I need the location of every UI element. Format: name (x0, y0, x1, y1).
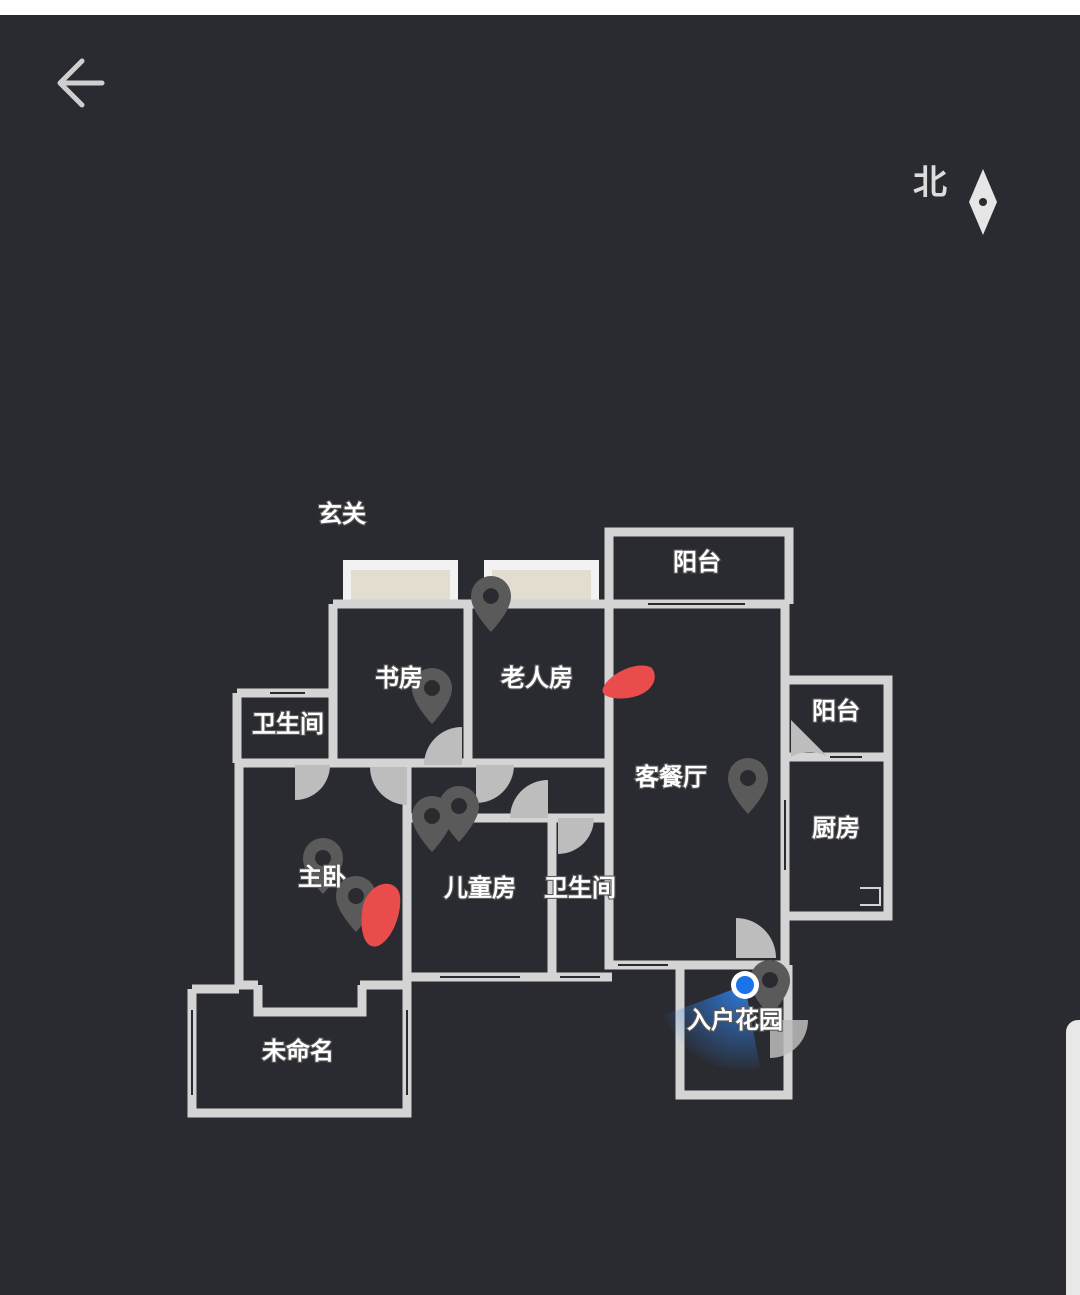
compass-needle-icon (969, 169, 997, 235)
location-markers[interactable] (303, 576, 790, 1016)
map-marker-icon (439, 786, 479, 842)
room-label-master-bedroom[interactable]: 主卧 (297, 862, 347, 892)
doors (295, 720, 828, 1058)
room-label-study[interactable]: 书房 (374, 663, 424, 693)
current-location-indicator (664, 971, 760, 1070)
room-label-kids-room[interactable]: 儿童房 (443, 873, 517, 903)
floor-plan[interactable]: 玄关 阳台 书房 老人房 卫生间 阳台 客餐厅 厨房 主卧 儿童房 卫生间 入户… (0, 15, 1080, 1295)
map-marker-icon (471, 576, 511, 632)
back-button[interactable] (50, 55, 112, 111)
room-label-kitchen[interactable]: 厨房 (811, 813, 861, 843)
room-label-unnamed[interactable]: 未命名 (261, 1036, 335, 1066)
arrow-left-icon (57, 58, 105, 108)
compass-north-label: 北 (913, 163, 947, 203)
map-marker-icon (303, 838, 343, 894)
room-labels: 玄关 阳台 书房 老人房 卫生间 阳台 客餐厅 厨房 主卧 儿童房 卫生间 入户… (251, 499, 861, 1066)
kitchen-stair-mark (860, 887, 881, 906)
room-label-elder-room[interactable]: 老人房 (500, 663, 574, 693)
floorplan-screen: 北 (0, 15, 1080, 1295)
room-label-balcony-east[interactable]: 阳台 (811, 696, 861, 726)
map-marker-icon (412, 668, 452, 724)
side-panel-handle[interactable] (1066, 1020, 1080, 1295)
window-marks (191, 603, 862, 1095)
room-label-bathroom-west[interactable]: 卫生间 (251, 709, 325, 739)
map-marker-icon (750, 960, 790, 1016)
room-label-balcony-north[interactable]: 阳台 (672, 547, 722, 577)
map-marker-icon (728, 758, 768, 814)
room-label-entry-garden[interactable]: 入户花园 (686, 1005, 784, 1035)
red-annotations (361, 665, 655, 947)
room-label-xuanguan[interactable]: 玄关 (317, 499, 367, 529)
compass[interactable]: 北 (905, 155, 1015, 255)
room-label-bathroom-middle[interactable]: 卫生间 (543, 873, 617, 903)
room-label-living-dining[interactable]: 客餐厅 (634, 762, 708, 792)
